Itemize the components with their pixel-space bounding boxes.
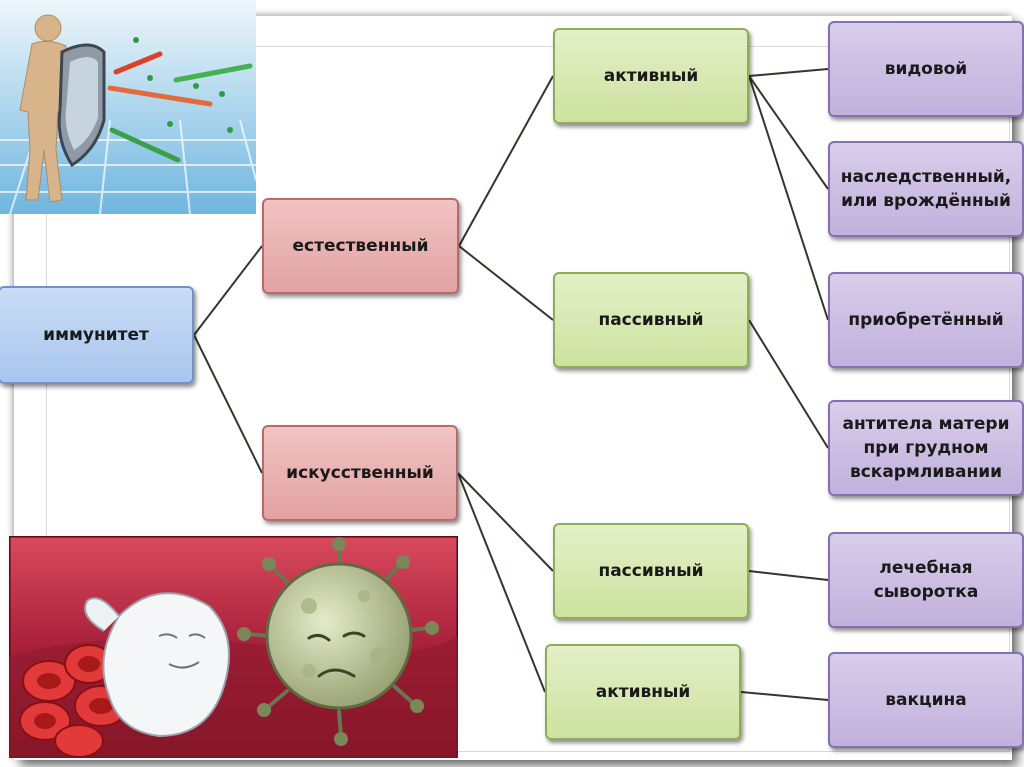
node-species: видовой <box>828 21 1024 117</box>
node-antibodies: антитела матери при грудном вскармливани… <box>828 400 1024 496</box>
node-natural-passive: пассивный <box>553 272 749 368</box>
node-serum-label: лечебная сыворотка <box>873 558 979 602</box>
node-artificial-passive-label: пассивный <box>598 561 704 581</box>
node-natural: естественный <box>262 198 459 294</box>
node-vaccine: вакцина <box>828 652 1024 748</box>
slide-inner-border <box>46 46 1010 752</box>
node-artificial-active-label: активный <box>595 682 691 702</box>
node-vaccine-label: вакцина <box>885 690 967 710</box>
cells-virus-illustration <box>9 536 458 758</box>
node-natural-label: естественный <box>292 236 429 256</box>
node-artificial-active: активный <box>545 644 741 740</box>
node-immunity-label: иммунитет <box>43 325 149 345</box>
node-natural-passive-label: пассивный <box>598 310 704 330</box>
node-natural-active: активный <box>553 28 749 124</box>
node-artificial: искусственный <box>262 425 458 521</box>
node-natural-active-label: активный <box>603 66 699 86</box>
node-artificial-passive: пассивный <box>553 523 749 619</box>
node-hereditary: наследственный, или врождённый <box>828 141 1024 237</box>
node-species-label: видовой <box>884 59 968 79</box>
node-antibodies-label: антитела матери при грудном вскармливани… <box>842 414 1010 482</box>
node-hereditary-label: наследственный, или врождённый <box>840 167 1012 211</box>
node-immunity: иммунитет <box>0 286 194 384</box>
node-acquired: приобретённый <box>828 272 1024 368</box>
node-serum: лечебная сыворотка <box>828 532 1024 628</box>
shield-man-illustration <box>0 0 256 214</box>
node-acquired-label: приобретённый <box>848 310 1004 330</box>
node-artificial-label: искусственный <box>286 463 434 483</box>
